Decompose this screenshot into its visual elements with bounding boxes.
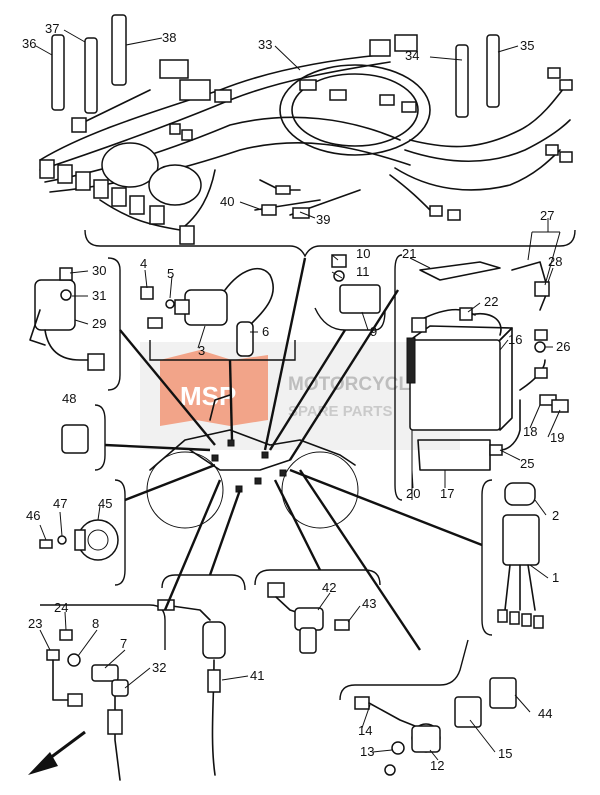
label-29: 29: [92, 316, 106, 331]
rectifier-regulator: [314, 254, 386, 331]
label-16: 16: [508, 332, 522, 347]
label-5: 5: [167, 266, 174, 281]
label-37: 37: [45, 21, 59, 36]
label-32: 32: [152, 660, 166, 675]
motorcycle-silhouette: [146, 394, 359, 529]
label-23: 23: [28, 616, 42, 631]
label-22: 22: [484, 294, 498, 309]
watermark-line1: MOTORCYCLE: [288, 374, 423, 395]
label-42: 42: [322, 580, 336, 595]
label-20: 20: [406, 486, 420, 501]
harness-bracket: [84, 229, 576, 258]
label-43: 43: [362, 596, 376, 611]
label-12: 12: [430, 758, 444, 773]
label-34: 34: [405, 48, 419, 63]
label-2: 2: [552, 508, 559, 523]
relay-48: [61, 404, 106, 471]
label-44: 44: [538, 706, 552, 721]
label-33: 33: [258, 37, 272, 52]
label-36: 36: [22, 36, 36, 51]
label-30: 30: [92, 263, 106, 278]
horn: [39, 479, 126, 586]
label-10: 10: [356, 246, 370, 261]
label-7: 7: [120, 636, 127, 651]
leader-lines: [35, 29, 561, 761]
label-27: 27: [540, 208, 554, 223]
part-numbers: 36 37 38 33 34 35 40 39 27 28 30 31 29 4…: [22, 21, 570, 773]
label-40: 40: [220, 194, 234, 209]
label-25: 25: [520, 456, 534, 471]
label-6: 6: [262, 324, 269, 339]
label-48: 48: [62, 391, 76, 406]
label-31: 31: [92, 288, 106, 303]
label-24: 24: [54, 600, 68, 615]
front-arrow-icon: [28, 730, 86, 775]
label-15: 15: [498, 746, 512, 761]
label-14: 14: [358, 723, 372, 738]
battery-group: [394, 254, 569, 501]
label-46: 46: [26, 508, 40, 523]
main-switch: [29, 257, 121, 391]
label-1: 1: [552, 570, 559, 585]
label-17: 17: [440, 486, 454, 501]
label-3: 3: [198, 343, 205, 358]
watermark-line2: SPARE PARTS: [288, 403, 392, 420]
label-9: 9: [370, 324, 377, 339]
wire-harness: [39, 34, 573, 245]
sensor-group: [40, 604, 166, 781]
label-13: 13: [360, 744, 374, 759]
label-8: 8: [92, 616, 99, 631]
label-26: 26: [556, 339, 570, 354]
flasher-relay: [481, 479, 544, 636]
label-4: 4: [140, 256, 147, 271]
starter-relay-group: [339, 639, 517, 776]
ignition-coil: [140, 267, 296, 361]
label-11: 11: [356, 264, 370, 279]
label-39: 39: [316, 212, 330, 227]
label-45: 45: [98, 496, 112, 511]
label-21: 21: [402, 246, 416, 261]
label-19: 19: [550, 430, 564, 445]
connection-spokes: [104, 257, 483, 651]
label-38: 38: [162, 30, 176, 45]
label-18: 18: [523, 424, 537, 439]
cable-straps: [51, 14, 500, 133]
label-47: 47: [53, 496, 67, 511]
neutral-switch: [254, 569, 381, 654]
label-35: 35: [520, 38, 534, 53]
pressure-switch: [157, 574, 246, 776]
label-28: 28: [548, 254, 562, 269]
label-41: 41: [250, 668, 264, 683]
